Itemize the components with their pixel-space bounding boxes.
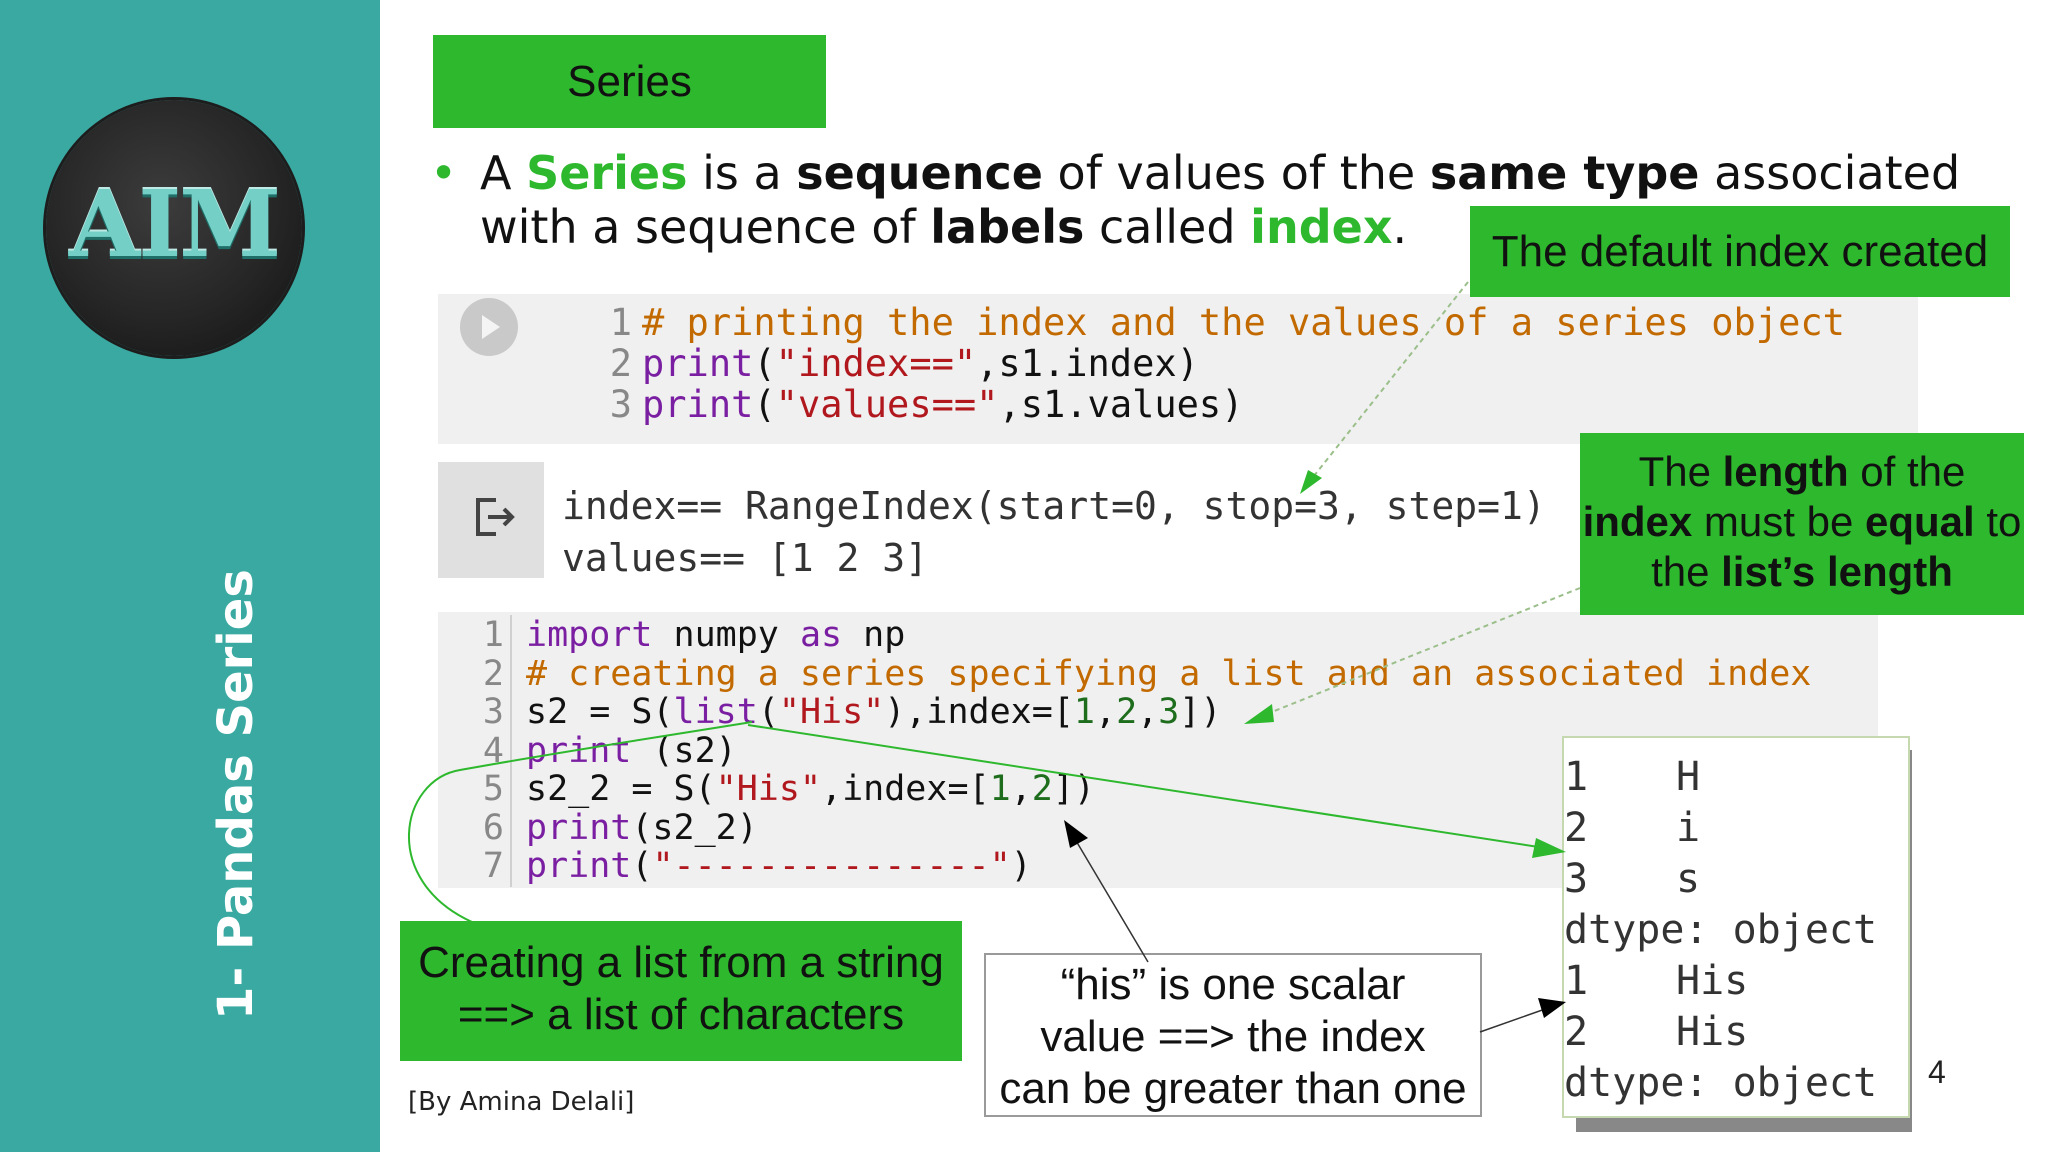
bullet-text: A Series is a sequence of values of the …	[480, 146, 1961, 254]
code-line: 2# creating a series specifying a list a…	[482, 653, 1812, 694]
annotation-default-index: The default index created	[1470, 206, 2010, 297]
author-credit: [By Amina Delali]	[408, 1087, 635, 1117]
vertical-section-title: 1- Pandas Series	[208, 569, 264, 1020]
code-line: 1# printing the index and the values of …	[609, 301, 1845, 344]
output-row: dtype: object	[1564, 907, 1878, 953]
output-2-box	[1562, 736, 1910, 1118]
page-number: 4	[1928, 1054, 1946, 1090]
index-word: index	[1250, 200, 1393, 254]
logo-text: AIM	[68, 170, 281, 278]
aim-logo: AIM	[46, 100, 302, 356]
output-arrow-icon	[476, 498, 515, 536]
bullet-dot-icon: •	[430, 146, 458, 200]
bullet-point: • A Series is a sequence of values of th…	[430, 146, 2010, 254]
sidebar: AIM 1- Pandas Series	[0, 0, 380, 1152]
connector-scalar-to-output	[1479, 1007, 1549, 1033]
output-gutter	[438, 462, 544, 578]
output-row: dtype: object	[1564, 1060, 1878, 1106]
section-tag: Series	[433, 35, 826, 128]
output-1-lines: index== RangeIndex(start=0, stop=3, step…	[562, 480, 1546, 584]
output-line: index== RangeIndex(start=0, stop=3, step…	[562, 484, 1546, 528]
output-line: values== [1 2 3]	[562, 536, 929, 580]
series-word: Series	[526, 146, 688, 200]
code-cell-1-lines: 1# printing the index and the values of …	[598, 302, 1845, 425]
run-cell-button[interactable]	[460, 298, 518, 356]
annotation-index-length: The length of the index must be equal to…	[1580, 433, 2024, 615]
annotation-list-from-string: Creating a list from a string==> a list …	[400, 921, 962, 1061]
code-cell-1	[438, 294, 1918, 444]
play-icon	[482, 315, 500, 339]
